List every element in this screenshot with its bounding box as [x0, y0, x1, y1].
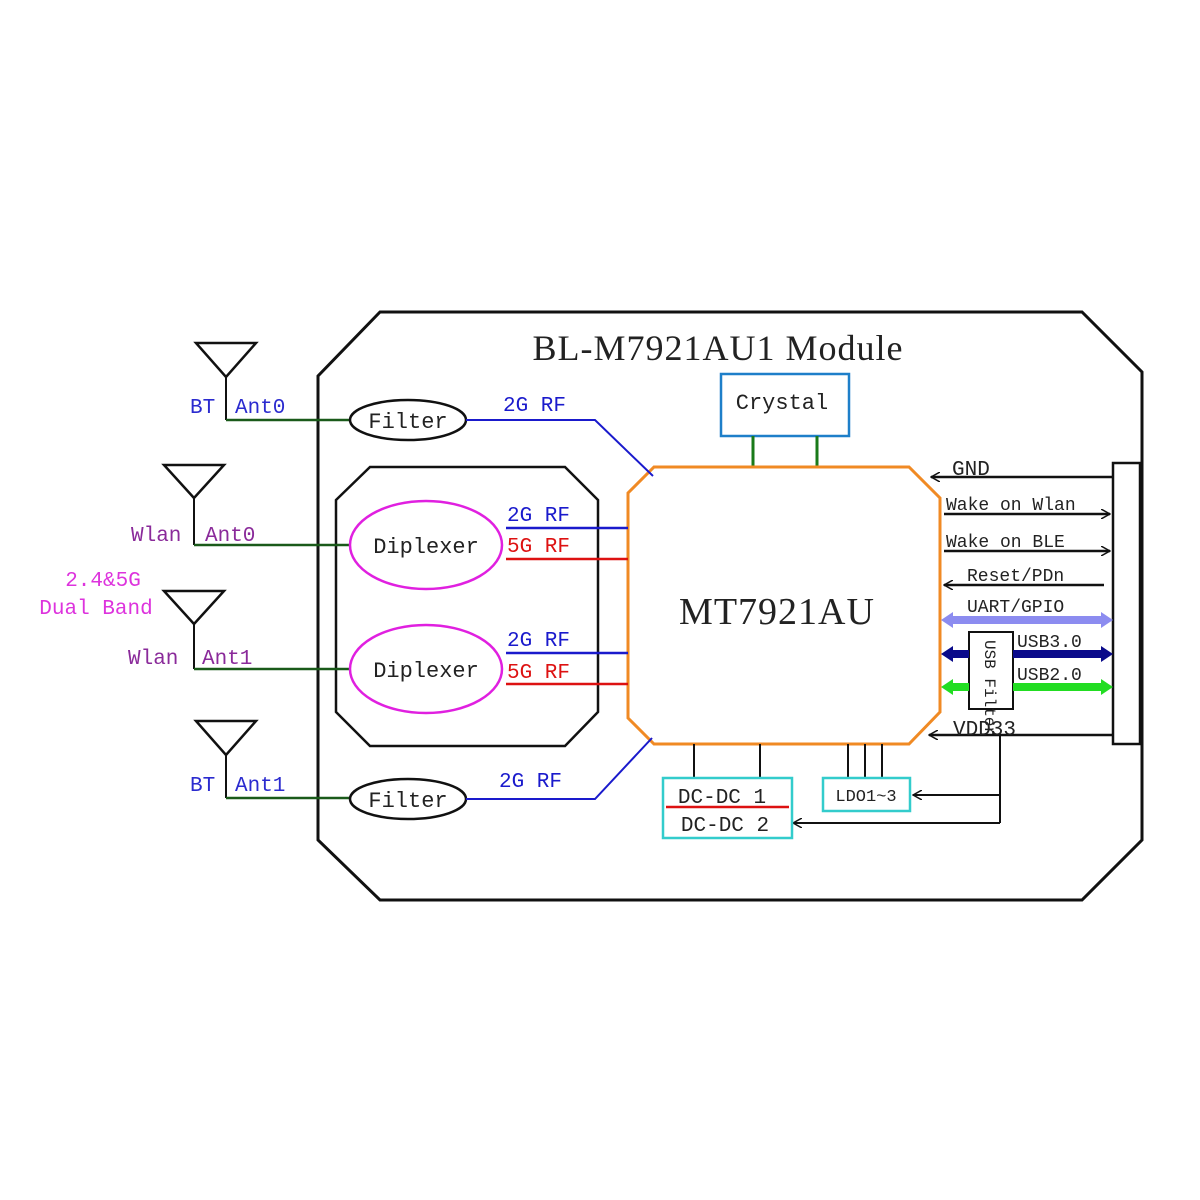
- usb2-arrow-right: [1101, 679, 1113, 695]
- usb3-label: USB3.0: [1017, 633, 1082, 653]
- uart-arrow-left: [941, 612, 953, 628]
- diplexer-bottom: [348, 623, 504, 715]
- usb-filter-box: [968, 631, 1014, 710]
- gnd-label: GND: [952, 459, 990, 482]
- usb2-label: USB2.0: [1017, 666, 1082, 686]
- connector: [1111, 461, 1142, 746]
- antenna-bt1: [193, 719, 259, 798]
- wlan1-prefix: Wlan: [128, 648, 178, 671]
- bt1-label: Ant1: [235, 775, 285, 798]
- dcdc2-label: DC-DC 2: [681, 815, 769, 838]
- rf-label-bt0: 2G RF: [503, 395, 566, 418]
- filter-top-label: Filter: [368, 410, 447, 435]
- dual-band-line2: Dual Band: [39, 598, 152, 621]
- antenna-icon: [193, 719, 259, 757]
- diplexer-region: [334, 465, 600, 748]
- diplexer-top: [348, 499, 504, 591]
- rf-2g-label-top: 2G RF: [507, 505, 570, 528]
- wake-ble-label: Wake on BLE: [946, 533, 1065, 553]
- usb3-arrow-left: [941, 646, 953, 662]
- antenna-icon: [161, 589, 227, 626]
- filter-bottom-label: Filter: [368, 789, 447, 814]
- antenna-icon: [161, 463, 227, 500]
- crystal-label: Crystal: [736, 391, 828, 416]
- uart-arrow-right: [1101, 612, 1113, 628]
- diplexer-bottom-label: Diplexer: [373, 659, 479, 684]
- rf-5g-label-top: 5G RF: [507, 536, 570, 559]
- module-outline: [316, 310, 1144, 902]
- dcdc1-label: DC-DC 1: [678, 787, 766, 810]
- antenna-bt0: [193, 341, 259, 420]
- usb-filter-label: USB Filter: [980, 640, 998, 736]
- antenna-icon: [193, 341, 259, 379]
- rf-2g-label-bottom: 2G RF: [507, 630, 570, 653]
- diplexer-top-label: Diplexer: [373, 535, 479, 560]
- uart-label: UART/GPIO: [967, 598, 1064, 618]
- vdd-label: VDD33: [953, 719, 1016, 742]
- wlan0-prefix: Wlan: [131, 525, 181, 548]
- usb3-arrow-right: [1101, 646, 1113, 662]
- wlan0-label: Ant0: [205, 525, 255, 548]
- module-title: BL-M7921AU1 Module: [533, 328, 904, 368]
- rf-wire-bt1: [466, 737, 653, 800]
- ldo-label: LDO1~3: [835, 788, 896, 807]
- rf-5g-label-bottom: 5G RF: [507, 662, 570, 685]
- bt0-prefix: BT: [190, 397, 215, 420]
- bt0-label: Ant0: [235, 397, 285, 420]
- dual-band-line1: 2.4&5G: [65, 570, 141, 593]
- usb2-arrow-left: [941, 679, 953, 695]
- wlan1-label: Ant1: [202, 648, 252, 671]
- wake-wlan-label: Wake on Wlan: [946, 496, 1076, 516]
- chip-label: MT7921AU: [679, 591, 875, 633]
- crystal-box: [719, 372, 851, 438]
- rf-label-bt1: 2G RF: [499, 771, 562, 794]
- rf-wire-bt0: [466, 419, 654, 477]
- chip-outline: [626, 465, 942, 746]
- bt1-prefix: BT: [190, 775, 215, 798]
- antenna-wlan1: [161, 589, 227, 669]
- ldo-box: [821, 776, 912, 813]
- antenna-wlan0: [161, 463, 227, 545]
- reset-label: Reset/PDn: [967, 567, 1064, 587]
